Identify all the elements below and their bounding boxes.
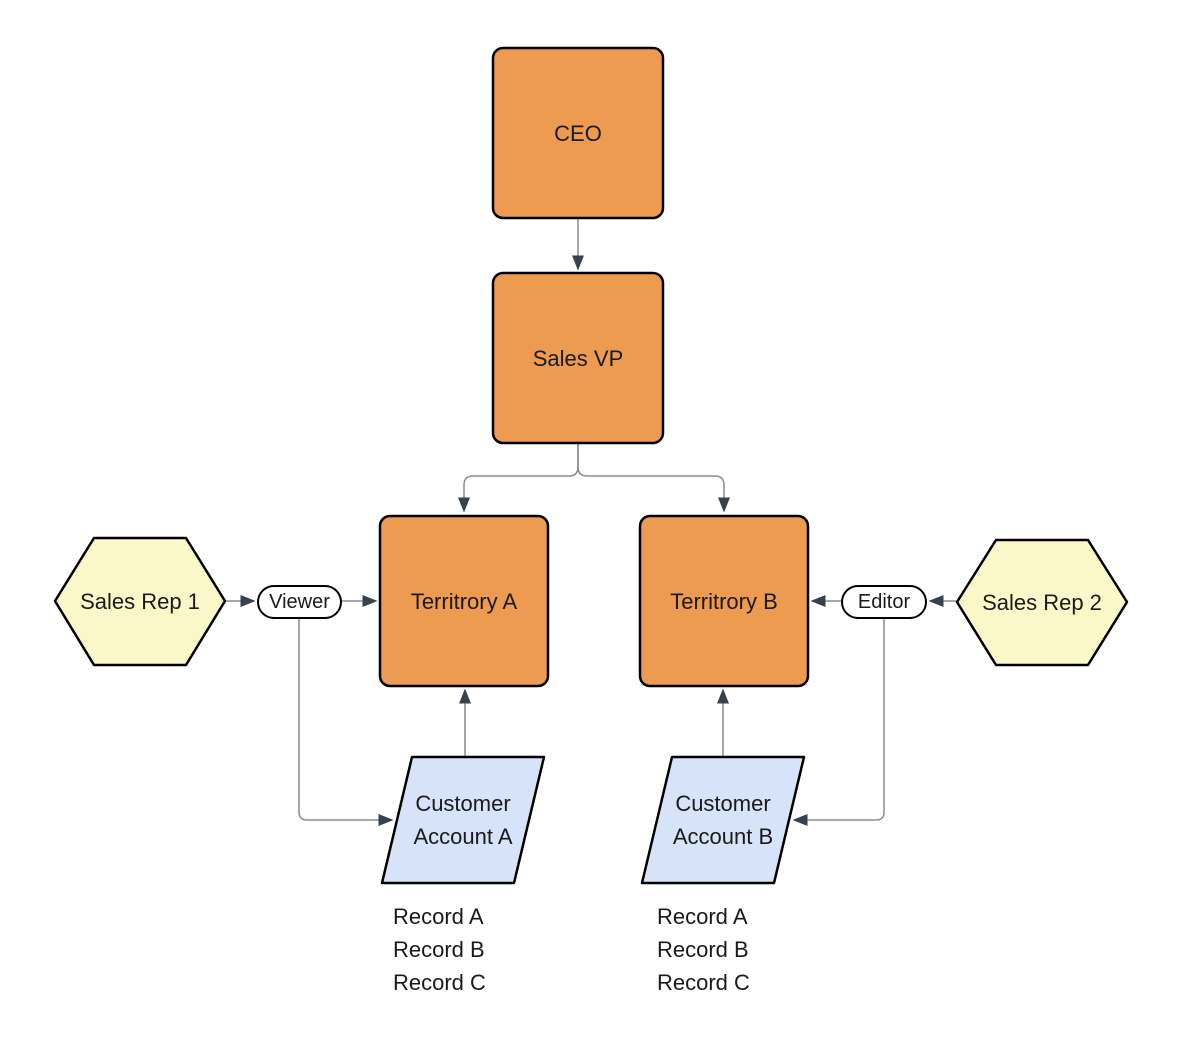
record-item: Record C — [393, 970, 486, 995]
record-item: Record C — [657, 970, 750, 995]
node-territory-a — [378, 514, 550, 688]
record-item: Record B — [657, 937, 749, 962]
edge-editor-to-account-b — [792, 619, 885, 826]
node-customer-account-a — [380, 755, 546, 885]
records-list-a: Record A Record B Record C — [393, 900, 486, 999]
node-viewer-pill — [257, 585, 342, 619]
record-item: Record A — [657, 904, 748, 929]
node-sales-vp — [491, 271, 665, 445]
edge-salesvp-to-territory-b — [577, 443, 730, 513]
node-editor-pill — [841, 585, 927, 619]
records-list-b: Record A Record B Record C — [657, 900, 750, 999]
node-sales-rep-2 — [955, 538, 1129, 667]
record-item: Record A — [393, 904, 484, 929]
record-item: Record B — [393, 937, 485, 962]
node-territory-b — [638, 514, 810, 688]
node-ceo — [491, 46, 665, 220]
edge-salesvp-to-territory-a — [458, 443, 579, 513]
node-sales-rep-1 — [53, 536, 227, 667]
node-customer-account-b — [640, 755, 806, 885]
edge-viewer-to-account-a — [298, 619, 394, 826]
